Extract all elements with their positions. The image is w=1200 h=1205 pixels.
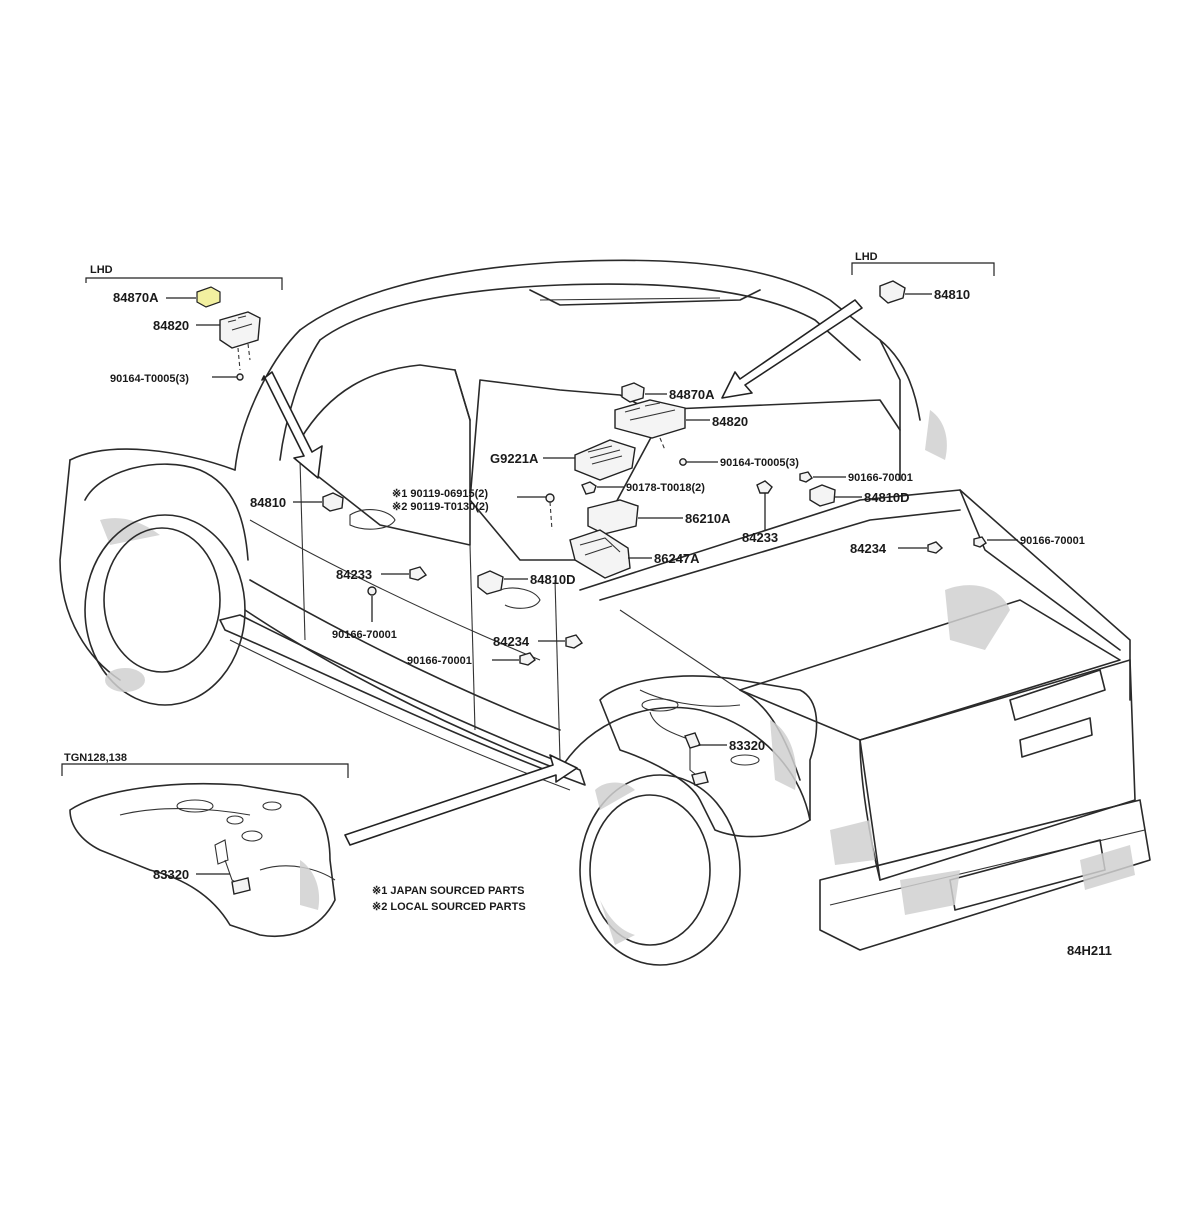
rear-wheel: [579, 774, 741, 966]
label-84233-right: 84233: [742, 530, 778, 545]
label-84870a-left: 84870A: [113, 290, 159, 305]
front-wheel: [84, 514, 246, 706]
label-90178: 90178-T0018(2): [626, 482, 705, 494]
label-note1-bolt: ※1 90119-06915(2): [392, 488, 488, 500]
vehicle-outline: [59, 259, 1151, 951]
part-84233-right: [756, 480, 773, 494]
label-84810d-right: 84810D: [864, 490, 910, 505]
door-group: 84810 84233 90166-70001 84810D 84234 901…: [250, 492, 584, 667]
part-84810d-center: [477, 570, 504, 595]
part-84810d-right: [809, 484, 836, 507]
part-84870a-center: [621, 382, 645, 403]
tank-variant-group: TGN128,138 83320: [61, 752, 349, 937]
figure-code: 84H211: [1067, 943, 1112, 958]
fuel-sender-installed: 83320: [649, 711, 765, 786]
part-84810-right-top: [879, 280, 906, 304]
label-86210a: 86210A: [685, 511, 731, 526]
fuel-tank-detail: [69, 782, 336, 937]
arrow-to-cab-top: [721, 299, 863, 399]
label-84810-left: 84810: [250, 495, 286, 510]
label-90166-b: 90166-70001: [1020, 535, 1085, 547]
door-handle: [349, 509, 396, 530]
note-japan-sourced: ※1 JAPAN SOURCED PARTS: [372, 885, 524, 897]
label-84234-right: 84234: [850, 541, 887, 556]
label-84234-center: 84234: [493, 634, 530, 649]
tank-variant-label: TGN128,138: [64, 752, 127, 764]
part-84870a-highlighted: [196, 286, 221, 308]
label-90164-center: 90164-T0005(3): [720, 457, 799, 469]
label-83320-left: 83320: [153, 867, 189, 882]
note-local-sourced: ※2 LOCAL SOURCED PARTS: [372, 901, 526, 913]
part-84233-left: [409, 566, 428, 581]
arrow-to-fuel-tank: [344, 754, 578, 846]
fuel-tank-installed: [599, 675, 818, 838]
arrow-to-driver-door: [261, 371, 323, 479]
lhd-left-group: LHD 84870A 84820 90164-T0005(3): [85, 264, 283, 385]
lhd-label-right: LHD: [855, 251, 878, 263]
label-84820-left: 84820: [153, 318, 189, 333]
label-84233-left: 84233: [336, 567, 372, 582]
label-84820-center: 84820: [712, 414, 748, 429]
label-83320-center: 83320: [729, 738, 765, 753]
label-84870a-center: 84870A: [669, 387, 715, 402]
label-86247a: 86247A: [654, 551, 700, 566]
label-g9221a: G9221A: [490, 451, 539, 466]
lhd-label-left: LHD: [90, 264, 113, 276]
part-86210a: [587, 499, 639, 535]
label-90166-c: 90166-70001: [332, 629, 397, 641]
label-84810d-center: 84810D: [530, 572, 576, 587]
right-switch-group: 90166-70001 84810D 84233 84234 90166-700…: [742, 471, 1085, 556]
label-84810-right-top: 84810: [934, 287, 970, 302]
part-84810-left: [322, 492, 344, 512]
part-84234-center: [565, 634, 584, 649]
label-90166-d: 90166-70001: [407, 655, 472, 667]
lhd-right-group: LHD 84810: [851, 251, 995, 304]
part-86247a: [569, 529, 631, 579]
label-90164-left: 90164-T0005(3): [110, 373, 189, 385]
part-84234-right: [927, 541, 944, 554]
center-cab-group: 84870A 84820 G9221A 90164-T0005(3) 90178…: [392, 382, 799, 579]
part-84820-center: [614, 399, 686, 439]
label-note2-bolt: ※2 90119-T0130(2): [392, 501, 489, 513]
label-90166-a: 90166-70001: [848, 472, 913, 484]
